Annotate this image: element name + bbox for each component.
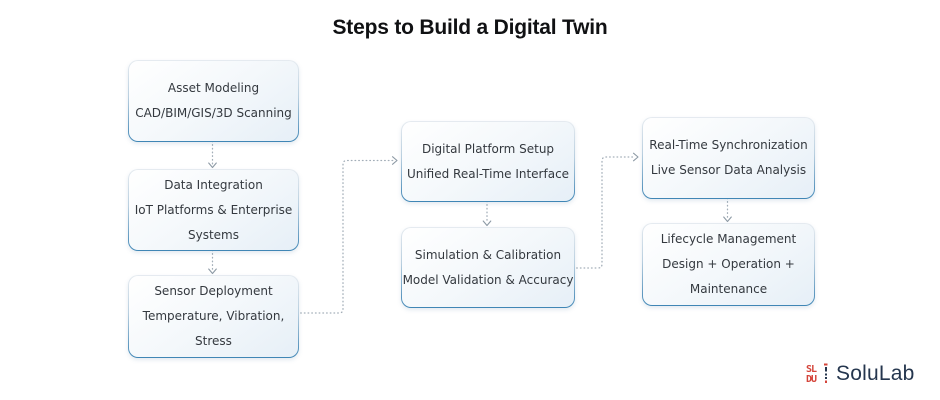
- svg-text:SL: SL: [806, 364, 817, 375]
- flow-step-body: Data Integration IoT Platforms & Enterpr…: [129, 170, 298, 250]
- arrowhead-down-icon: [208, 162, 217, 169]
- step-title: Simulation & Calibration: [414, 247, 562, 262]
- step-subtitle: Design + Operation +: [662, 257, 795, 271]
- arrowhead-right-icon: [391, 156, 398, 165]
- step-subtitle: Model Validation & Accuracy: [402, 272, 574, 287]
- step-subtitle: Stress: [195, 334, 232, 348]
- step-subtitle: Unified Real-Time Interface: [406, 166, 570, 181]
- step-subtitle: Live Sensor Data Analysis: [650, 163, 807, 177]
- step-title: Sensor Deployment: [154, 284, 273, 298]
- flow-step-digital-platform-setup: Digital Platform Setup Unified Real-Time…: [401, 121, 575, 202]
- flow-step-body: Digital Platform Setup Unified Real-Time…: [402, 122, 574, 201]
- flow-step-data-integration: Data Integration IoT Platforms & Enterpr…: [128, 169, 299, 251]
- flow-step-simulation-calibration: Simulation & Calibration Model Validatio…: [401, 227, 575, 308]
- page-title: Steps to Build a Digital Twin: [332, 16, 608, 39]
- step-subtitle: CAD/BIM/GIS/3D Scanning: [135, 106, 292, 120]
- step-title: Digital Platform Setup: [421, 141, 555, 156]
- flow-step-body: Real-Time Synchronization Live Sensor Da…: [643, 118, 814, 198]
- arrowhead-down-icon: [208, 268, 217, 275]
- solulab-logo-mark-icon: SL DU: [806, 363, 828, 385]
- arrowhead-down-icon: [723, 216, 732, 223]
- flow-step-body: Sensor Deployment Temperature, Vibration…: [129, 276, 298, 357]
- step-subtitle: Systems: [188, 227, 239, 242]
- flow-step-real-time-sync: Real-Time Synchronization Live Sensor Da…: [642, 117, 815, 199]
- arrowhead-down-icon: [482, 220, 492, 227]
- connector-simulation-to-sync: [572, 156, 636, 269]
- connector-sensor-to-platform: [296, 159, 395, 314]
- solulab-logo: SL DU SoluLab: [805, 358, 914, 390]
- step-title: Data Integration: [164, 177, 263, 192]
- flow-step-asset-modeling: Asset Modeling CAD/BIM/GIS/3D Scanning: [128, 60, 299, 142]
- arrowhead-right-icon: [632, 152, 639, 162]
- flow-step-body: Asset Modeling CAD/BIM/GIS/3D Scanning: [129, 61, 298, 141]
- step-subtitle: Maintenance: [689, 282, 768, 296]
- step-title: Real-Time Synchronization: [649, 138, 808, 152]
- flow-step-body: Lifecycle Management Design + Operation …: [643, 224, 814, 305]
- flow-step-lifecycle-management: Lifecycle Management Design + Operation …: [642, 223, 815, 306]
- flow-step-body: Simulation & Calibration Model Validatio…: [402, 228, 574, 307]
- step-title: Lifecycle Management: [660, 232, 797, 246]
- step-subtitle: Temperature, Vibration,: [142, 309, 285, 323]
- solulab-logo-wordmark: SoluLab: [836, 362, 915, 385]
- step-title: Asset Modeling: [167, 81, 260, 95]
- flow-step-sensor-deployment: Sensor Deployment Temperature, Vibration…: [128, 275, 299, 358]
- step-subtitle: IoT Platforms & Enterprise: [134, 202, 293, 217]
- svg-text:DU: DU: [806, 374, 817, 385]
